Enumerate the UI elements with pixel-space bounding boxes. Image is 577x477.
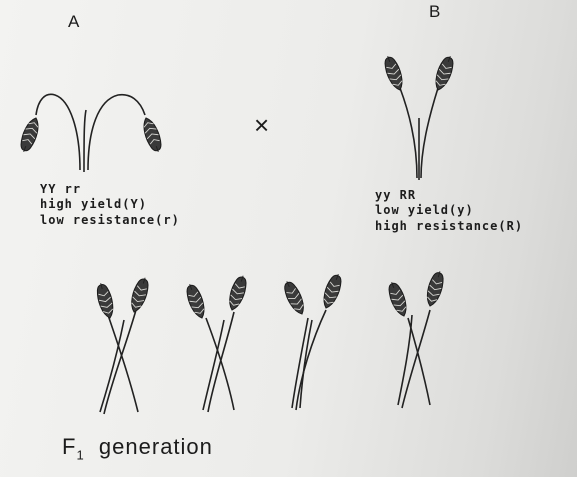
parent-a-trait-resistance: low resistance(r) [40,213,180,227]
parent-a-genotype: YY rr [40,182,82,196]
f1-plant-1 [93,275,152,415]
wheat-ear-icon [384,279,411,319]
f1-plant-2 [182,273,250,413]
f1-generation-label: F1 generation [62,434,213,462]
wheat-ear-icon [423,269,447,309]
wheat-ear-icon [380,53,407,93]
f1-label-main: F [62,434,77,459]
parent-a-trait-yield: high yield(Y) [40,197,147,211]
parent-b-label: B [429,2,441,21]
wheat-ear-icon [280,278,309,318]
wheat-ear-icon [139,115,166,155]
wheat-ear-icon [127,275,152,315]
parent-b-trait-resistance: high resistance(R) [375,219,524,233]
f1-plant-3 [280,271,346,411]
wheat-ear-icon [431,53,458,93]
parent-b-plant [380,53,458,180]
wheat-ear-icon [319,271,346,311]
f1-label-rest: generation [98,434,213,459]
parent-b-genotype: yy RR [375,188,417,202]
wheat-ear-icon [182,281,209,321]
cross-symbol: × [254,110,270,140]
f1-label-sub: 1 [76,447,85,463]
parent-a-plant [16,93,166,173]
wheat-ear-icon [93,281,117,321]
parent-a-label: A [68,12,80,31]
wheat-ear-icon [16,115,43,155]
wheat-ear-icon [225,273,250,313]
parent-b-trait-yield: low yield(y) [375,203,474,217]
f1-plant-4 [384,269,447,409]
